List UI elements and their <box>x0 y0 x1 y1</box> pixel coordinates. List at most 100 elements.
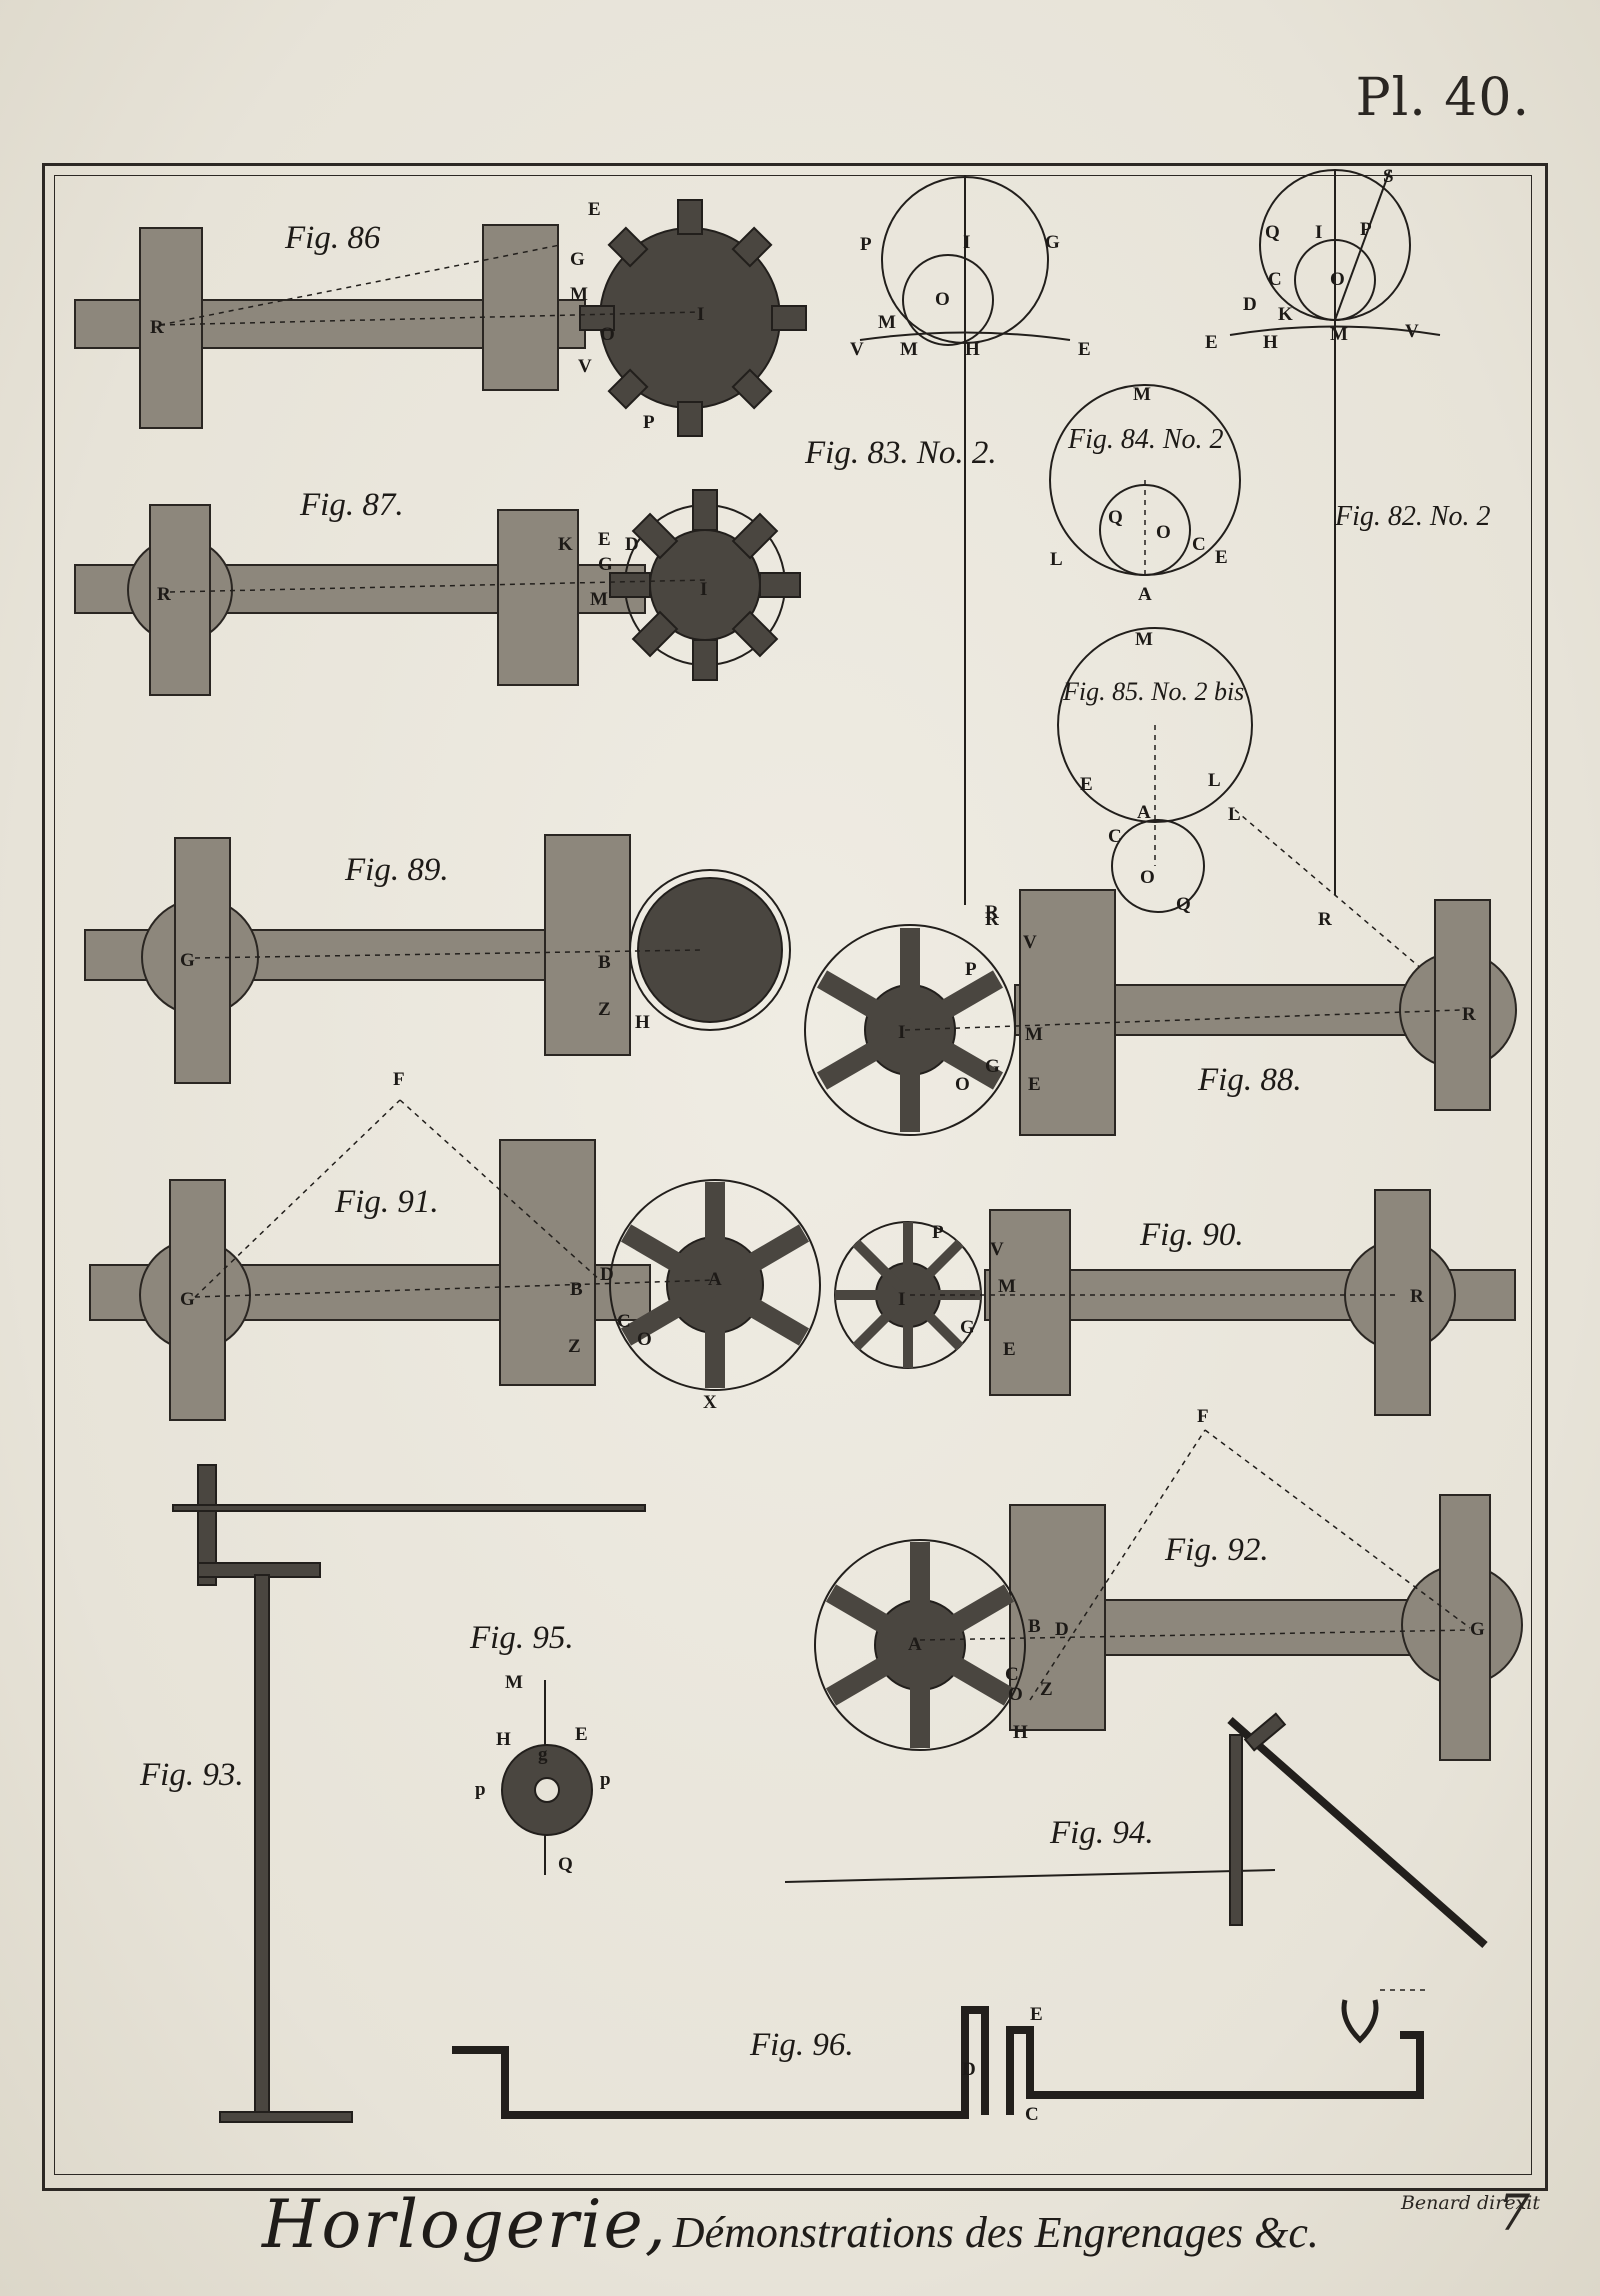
figure-95-pinion <box>501 1680 593 1875</box>
letter-V: V <box>1023 932 1037 953</box>
figure-86-gear-mechanism <box>74 199 807 437</box>
fig82-radius-line <box>1334 169 1391 321</box>
letter-Q: Q <box>558 1854 573 1875</box>
fig91-dashed-line-right <box>399 1099 601 1281</box>
letter-G: G <box>960 1317 975 1338</box>
fig84-caption: Fig. 84. No. 2 <box>1067 424 1224 455</box>
fig94-head <box>1243 1712 1287 1752</box>
letter-E: E <box>1078 339 1091 360</box>
figure-89-gear-mechanism <box>84 834 791 1084</box>
letter-L: L <box>1228 804 1241 825</box>
fig93-caption: Fig. 93. <box>139 1757 244 1793</box>
letter-H: H <box>635 1012 650 1033</box>
letter-E: E <box>598 529 611 550</box>
engraver-credit: Benard direxit <box>1400 2192 1540 2214</box>
letter-L: L <box>1208 770 1221 791</box>
letter-I: I <box>898 1022 905 1043</box>
letter-O: O <box>1156 522 1171 543</box>
letter-G: G <box>1045 232 1060 253</box>
letter-B: B <box>598 952 611 973</box>
fig96-left-channel <box>452 2006 989 2119</box>
fig92-cross-hub <box>1439 1494 1491 1761</box>
letter-H: H <box>1263 332 1278 353</box>
fig91-dashed-line-left <box>194 1099 401 1298</box>
letter-D: D <box>1243 294 1257 315</box>
letter-D: D <box>962 2059 976 2080</box>
letter-O: O <box>600 324 615 345</box>
fig86-rack-block <box>482 224 559 391</box>
letter-O: O <box>1330 269 1345 290</box>
figure-90-gear-mechanism <box>834 1189 1516 1416</box>
letter-E: E <box>1205 332 1218 353</box>
fig95-caption: Fig. 95. <box>469 1620 574 1656</box>
figure-82-circles <box>1229 169 1441 895</box>
fig89-wheel-ring <box>629 869 791 1031</box>
fig88-cross-hub <box>1434 899 1491 1111</box>
fig89-dashed-line <box>194 949 701 959</box>
letter-O: O <box>1140 867 1155 888</box>
letter-E: E <box>575 1724 588 1745</box>
fig82-arc-line <box>1229 325 1441 336</box>
fig92-rack-block <box>1009 1504 1106 1731</box>
figure-92-gear-mechanism <box>814 1429 1523 1761</box>
figure-94-tool <box>784 1712 1488 1948</box>
fig82-caption: Fig. 82. No. 2 <box>1334 501 1491 532</box>
letter-F: F <box>1197 1406 1209 1427</box>
letter-P: P <box>1360 219 1372 240</box>
letter-M: M <box>590 589 608 610</box>
figure-83-circles <box>859 175 1071 905</box>
letter-A: A <box>1138 584 1152 605</box>
letter-V: V <box>1405 321 1419 342</box>
fig91-cross-hub <box>169 1179 226 1421</box>
letter-D: D <box>1055 1619 1069 1640</box>
fig93-bar <box>172 1504 646 1512</box>
fig92-wheel-ring <box>814 1539 1026 1751</box>
letter-G: G <box>180 1289 195 1310</box>
fig90-caption: Fig. 90. <box>1139 1217 1244 1253</box>
fig96-fork <box>1341 1999 1379 2044</box>
letter-G: G <box>180 950 195 971</box>
fig88-dashed-line <box>904 1009 1461 1031</box>
letter-C: C <box>1268 269 1282 290</box>
fig87-pinion-teeth <box>609 489 801 681</box>
figure-88-gear-mechanism <box>804 889 1517 1136</box>
letter-P: P <box>860 234 872 255</box>
fig88-spokes <box>816 928 1004 1132</box>
plate-caption: Horlogerie, Démonstrations des Engrenage… <box>262 2186 1319 2263</box>
fig93-stem <box>254 1574 270 2121</box>
letter-O: O <box>955 1074 970 1095</box>
letter-Z: Z <box>1040 1679 1053 1700</box>
letter-P: P <box>932 1222 944 1243</box>
fig93-base <box>219 2111 353 2123</box>
plate-number: Pl. 40. <box>1355 68 1530 128</box>
fig88-wheel-ring <box>804 924 1016 1136</box>
letter-D: D <box>600 1264 614 1285</box>
letter-R: R <box>985 902 999 923</box>
letter-M: M <box>570 284 588 305</box>
fig83-circle-small <box>902 254 994 346</box>
fig92-dashed-line-left <box>1029 1429 1206 1701</box>
fig96-caption: Fig. 96. <box>749 2027 854 2063</box>
letter-X: X <box>703 1392 717 1413</box>
fig87-rack-block <box>497 509 579 686</box>
fig94-caption: Fig. 94. <box>1049 1815 1154 1851</box>
fig94-diagonal-rod <box>1227 1717 1488 1948</box>
plate-border-outer <box>42 163 1548 2191</box>
plate-border-inner <box>54 175 1532 2175</box>
letter-M: M <box>505 1672 523 1693</box>
plate-subtitle: Démonstrations des Engrenages &c. <box>672 2208 1319 2257</box>
fig94-rod <box>784 1869 1276 1883</box>
letter-Q: Q <box>1108 507 1123 528</box>
letter-H: H <box>1013 1722 1028 1743</box>
letter-G: G <box>570 249 585 270</box>
fig91-spokes <box>620 1182 810 1388</box>
letter-C: C <box>617 1311 631 1332</box>
letter-M: M <box>1133 384 1151 405</box>
fig90-rack-block <box>989 1209 1071 1396</box>
letter-Q: Q <box>1265 222 1280 243</box>
letter-E: E <box>1028 1074 1041 1095</box>
letter-V: V <box>990 1239 1004 1260</box>
letter-M: M <box>1330 324 1348 345</box>
letter-Z: Z <box>598 999 611 1020</box>
letter-p: p <box>475 1779 486 1800</box>
